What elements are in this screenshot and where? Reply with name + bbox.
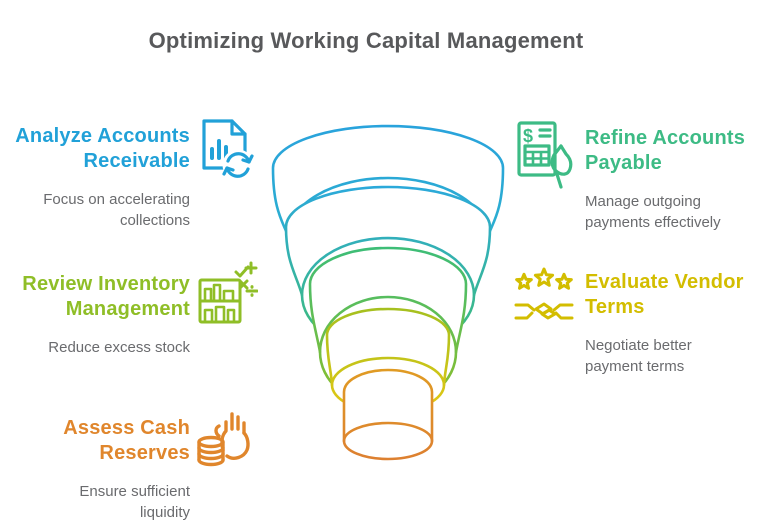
- subtitle-line: Focus on accelerating: [43, 191, 190, 208]
- invoice-hand-icon: $: [514, 117, 574, 189]
- item-subtitle: Negotiate better payment terms: [585, 335, 755, 377]
- heading-line: Assess Cash: [63, 417, 190, 439]
- heading-line: Payable: [585, 152, 663, 174]
- funnel-tier-5: [342, 368, 434, 461]
- subtitle-line: liquidity: [139, 504, 190, 521]
- item-heading: Refine Accounts Payable: [585, 126, 755, 176]
- svg-text:$: $: [523, 126, 533, 146]
- subtitle-line: Ensure sufficient: [79, 483, 190, 500]
- coins-hand-icon: [196, 404, 252, 468]
- heading-line: Management: [65, 298, 190, 320]
- heading-line: Reserves: [99, 442, 190, 464]
- item-heading: Assess Cash Reserves: [10, 416, 190, 466]
- document-chart-refresh-icon: [196, 116, 254, 180]
- heading-line: Evaluate Vendor: [585, 271, 744, 293]
- subtitle-line: Reduce excess stock: [48, 339, 190, 356]
- inventory-shelf-checklist-icon: [196, 260, 258, 326]
- item-refine-accounts-payable: Refine Accounts Payable Manage outgoing …: [585, 126, 755, 233]
- item-assess-cash-reserves: Assess Cash Reserves Ensure sufficient l…: [10, 416, 190, 523]
- item-heading: Evaluate Vendor Terms: [585, 270, 755, 320]
- item-heading: Review Inventory Management: [10, 272, 190, 322]
- item-evaluate-vendor-terms: Evaluate Vendor Terms Negotiate better p…: [585, 270, 755, 377]
- item-subtitle: Ensure sufficient liquidity: [10, 481, 190, 523]
- item-subtitle: Focus on accelerating collections: [10, 189, 190, 231]
- subtitle-line: payment terms: [585, 358, 685, 375]
- heading-line: Analyze Accounts: [15, 125, 190, 147]
- subtitle-line: payments effectively: [585, 214, 721, 231]
- item-heading: Analyze Accounts Receivable: [10, 124, 190, 174]
- subtitle-line: Manage outgoing: [585, 193, 701, 210]
- item-review-inventory-management: Review Inventory Management Reduce exces…: [10, 272, 190, 358]
- item-subtitle: Manage outgoing payments effectively: [585, 191, 755, 233]
- page-title: Optimizing Working Capital Management: [148, 28, 584, 53]
- item-analyze-accounts-receivable: Analyze Accounts Receivable Focus on acc…: [10, 124, 190, 231]
- item-subtitle: Reduce excess stock: [10, 337, 190, 358]
- subtitle-line: Negotiate better: [585, 337, 692, 354]
- subtitle-line: collections: [119, 212, 190, 229]
- heading-line: Refine Accounts: [585, 127, 746, 149]
- stars-handshake-icon: [512, 266, 576, 326]
- heading-line: Receivable: [83, 150, 190, 172]
- heading-line: Review Inventory: [22, 273, 190, 295]
- heading-line: Terms: [585, 296, 645, 318]
